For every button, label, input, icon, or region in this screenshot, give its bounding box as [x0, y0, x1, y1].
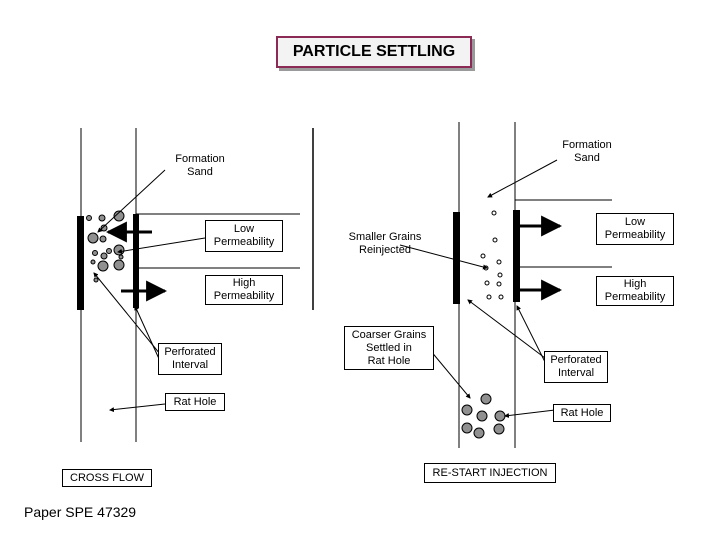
- right-formation-sand-label: Formation Sand: [562, 139, 612, 164]
- page-title: PARTICLE SETTLING: [276, 36, 472, 68]
- right-perforation-bar-inner: [513, 210, 520, 302]
- right-low-permeability-box: Low Permeability: [596, 213, 674, 245]
- left-high-permeability-box: High Permeability: [205, 275, 283, 305]
- left-wellbore: [80, 128, 137, 442]
- right-mode-box: RE-START INJECTION: [424, 463, 556, 483]
- left-perforated-interval-box: Perforated Interval: [158, 343, 222, 375]
- left-perforation-bar-outer: [77, 216, 84, 310]
- left-perforation-bar-inner: [133, 214, 139, 308]
- leader-arrows: [93, 159, 558, 419]
- right-rat-hole-box: Rat Hole: [553, 404, 611, 422]
- left-low-permeability-box: Low Permeability: [205, 220, 283, 252]
- smaller-grains-label: Smaller Grains Reinjected: [348, 231, 422, 256]
- paper-reference: Paper SPE 47329: [24, 504, 137, 520]
- left-rat-hole-box: Rat Hole: [165, 393, 225, 411]
- left-sand-grains: [86, 210, 125, 283]
- coarser-grains-box: Coarser Grains Settled in Rat Hole: [344, 326, 434, 370]
- right-high-permeability-box: High Permeability: [596, 276, 674, 306]
- right-perforation-bar-outer: [453, 212, 460, 304]
- right-fine-grains: [480, 210, 504, 300]
- right-perforated-interval-box: Perforated Interval: [544, 351, 608, 383]
- left-mode-box: CROSS FLOW: [62, 469, 152, 487]
- left-formation-sand-label: Formation Sand: [175, 153, 225, 178]
- right-coarse-grains: [461, 393, 506, 439]
